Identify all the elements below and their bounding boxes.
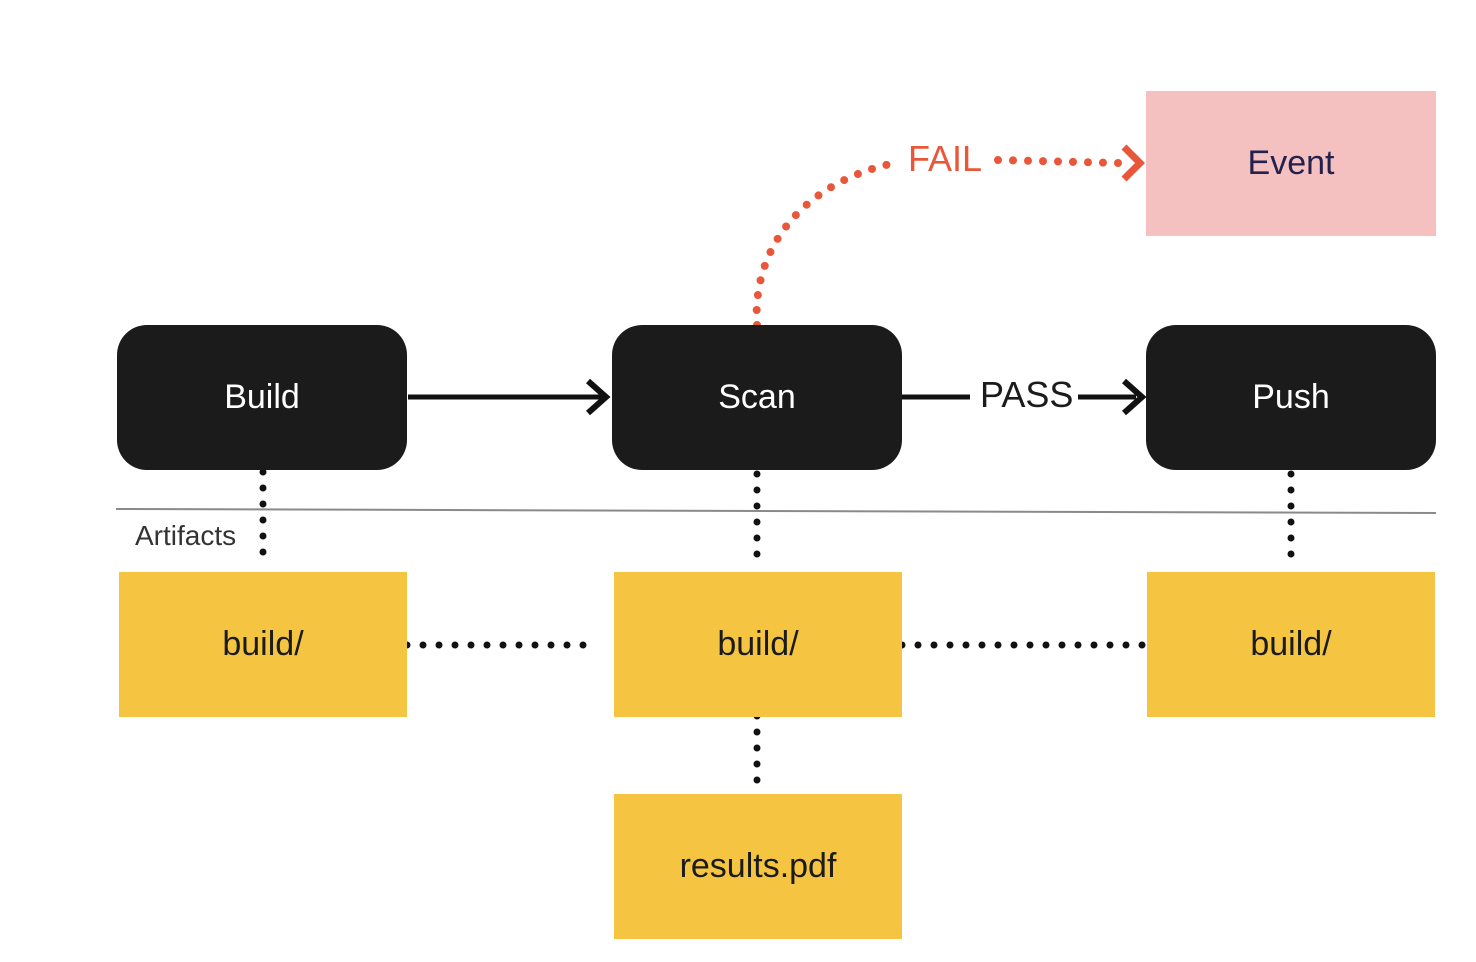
- artifacts-separator-line: [115, 508, 1437, 514]
- pass-label: PASS: [978, 374, 1076, 416]
- event-box: Event: [1146, 91, 1436, 236]
- build-artifact: build/: [119, 572, 407, 717]
- artifacts-section-label: Artifacts: [135, 520, 237, 551]
- push-stage: Push: [1146, 325, 1436, 470]
- build-stage: Build: [117, 325, 407, 470]
- scan-stage-label: Scan: [718, 378, 796, 416]
- scan-stage: Scan: [612, 325, 902, 470]
- results-artifact-label: results.pdf: [679, 847, 837, 885]
- fail-to-event-line: [994, 156, 1122, 167]
- fail-curve: [752, 160, 894, 329]
- scan-artifact: build/: [614, 572, 902, 717]
- fail-arrowhead: [1121, 144, 1145, 182]
- build-stage-label: Build: [224, 378, 300, 416]
- push-artifact: build/: [1147, 572, 1435, 717]
- pass-to-push-arrowhead: [1122, 378, 1147, 416]
- push-artifact-label: build/: [1250, 625, 1332, 663]
- build-to-scan-arrowhead: [586, 378, 611, 416]
- fail-label: FAIL: [906, 138, 985, 180]
- scan-artifact-label: build/: [717, 625, 799, 663]
- event-label: Event: [1247, 144, 1335, 182]
- results-artifact: results.pdf: [614, 794, 902, 939]
- push-stage-label: Push: [1252, 378, 1330, 416]
- build-artifact-label: build/: [222, 625, 304, 663]
